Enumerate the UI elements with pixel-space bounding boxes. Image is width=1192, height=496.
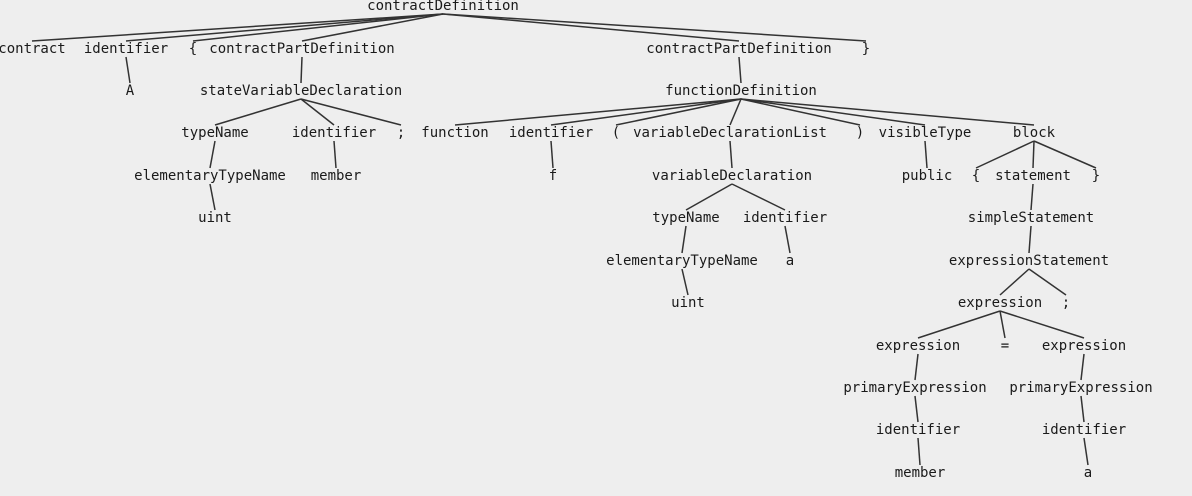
tree-edge (31, 13, 444, 42)
tree-edge (214, 98, 302, 126)
node-expression-statement: expressionStatement (948, 253, 1110, 269)
node-primary-expression: primaryExpression (843, 380, 987, 396)
node-uint: uint (198, 210, 232, 226)
node-rbrace: } (1091, 168, 1101, 184)
tree-edge (975, 140, 1035, 169)
node-public: public (901, 168, 953, 184)
node-type-name: typeName (652, 210, 720, 226)
node-variable-declaration-list: variableDeclarationList (633, 125, 827, 141)
node-block: block (1012, 125, 1056, 141)
node-contract-part-definition: contractPartDefinition (646, 41, 832, 57)
node-identifier: identifier (1041, 422, 1127, 438)
node-contract: contract (0, 41, 66, 57)
tree-edge (125, 13, 444, 42)
node-contract-part-definition: contractPartDefinition (209, 41, 395, 57)
node-lparen: ( (611, 125, 621, 141)
node-uint: uint (671, 295, 705, 311)
node-member: member (894, 465, 946, 481)
node-rbrace: } (861, 41, 871, 57)
node-elementary-type-name: elementaryTypeName (134, 168, 286, 184)
node-elementary-type-name: elementaryTypeName (606, 253, 758, 269)
node-identifier: identifier (742, 210, 828, 226)
tree-edge (740, 98, 1035, 126)
tree-edge (454, 98, 742, 126)
tree-edge (740, 98, 926, 126)
tree-edge (550, 140, 554, 169)
tree-edge (1083, 437, 1089, 466)
tree-edge (442, 13, 867, 42)
tree-edge (999, 310, 1006, 339)
tree-edge (333, 140, 337, 169)
node-contract-definition: contractDefinition (367, 0, 519, 14)
tree-edge (209, 183, 216, 211)
node-f: f (548, 168, 558, 184)
node-identifier: identifier (291, 125, 377, 141)
tree-edge (914, 353, 919, 381)
tree-edge (681, 225, 687, 254)
tree-edge (300, 56, 303, 84)
tree-edge (681, 268, 689, 296)
node-type-name: typeName (181, 125, 249, 141)
tree-edge (729, 98, 742, 126)
node-a: A (125, 83, 135, 99)
tree-edge (685, 183, 733, 211)
node-identifier: identifier (508, 125, 594, 141)
node-expression: expression (1041, 338, 1127, 354)
tree-edge (738, 56, 742, 84)
tree-edge (740, 98, 861, 126)
tree-edge (917, 310, 1001, 339)
node-visible-type: visibleType (878, 125, 972, 141)
node-expression: expression (957, 295, 1043, 311)
tree-edge (1080, 353, 1085, 381)
tree-edge (917, 437, 921, 466)
node-state-variable-declaration: stateVariableDeclaration (199, 83, 403, 99)
node-identifier: identifier (83, 41, 169, 57)
node-member: member (310, 168, 362, 184)
node-expression: expression (875, 338, 961, 354)
node-primary-expression: primaryExpression (1009, 380, 1153, 396)
node-statement: statement (995, 168, 1071, 184)
node-function-definition: functionDefinition (665, 83, 817, 99)
tree-edge (731, 183, 786, 211)
node-lbrace: { (188, 41, 198, 57)
tree-edge (924, 140, 928, 169)
node-a: a (1083, 465, 1093, 481)
node-rparen: ) (855, 125, 865, 141)
tree-edge (125, 56, 131, 84)
tree-edge (1080, 395, 1085, 423)
node-equals: = (1000, 338, 1010, 354)
tree-edge (615, 98, 742, 126)
node-simple-statement: simpleStatement (967, 210, 1095, 226)
tree-edge (729, 140, 733, 169)
tree-edge (1028, 268, 1067, 296)
tree-edge (999, 268, 1030, 296)
tree-edge (914, 395, 919, 423)
node-semicolon: ; (396, 125, 406, 141)
node-lbrace: { (971, 168, 981, 184)
node-variable-declaration: variableDeclaration (651, 168, 813, 184)
tree-edge (1033, 140, 1097, 169)
tree-edge (300, 98, 402, 126)
node-a: a (785, 253, 795, 269)
tree-edge (1032, 140, 1035, 169)
node-function: function (421, 125, 489, 141)
tree-edge (442, 13, 740, 42)
tree-edge (300, 98, 335, 126)
tree-edge (301, 13, 444, 42)
tree-edge (192, 13, 444, 42)
tree-edge (999, 310, 1085, 339)
tree-edge (784, 225, 791, 254)
tree-edge (1028, 225, 1032, 254)
node-semicolon: ; (1061, 295, 1071, 311)
tree-edge (550, 98, 742, 126)
tree-edge (1030, 183, 1034, 211)
node-identifier: identifier (875, 422, 961, 438)
tree-edge (209, 140, 216, 169)
